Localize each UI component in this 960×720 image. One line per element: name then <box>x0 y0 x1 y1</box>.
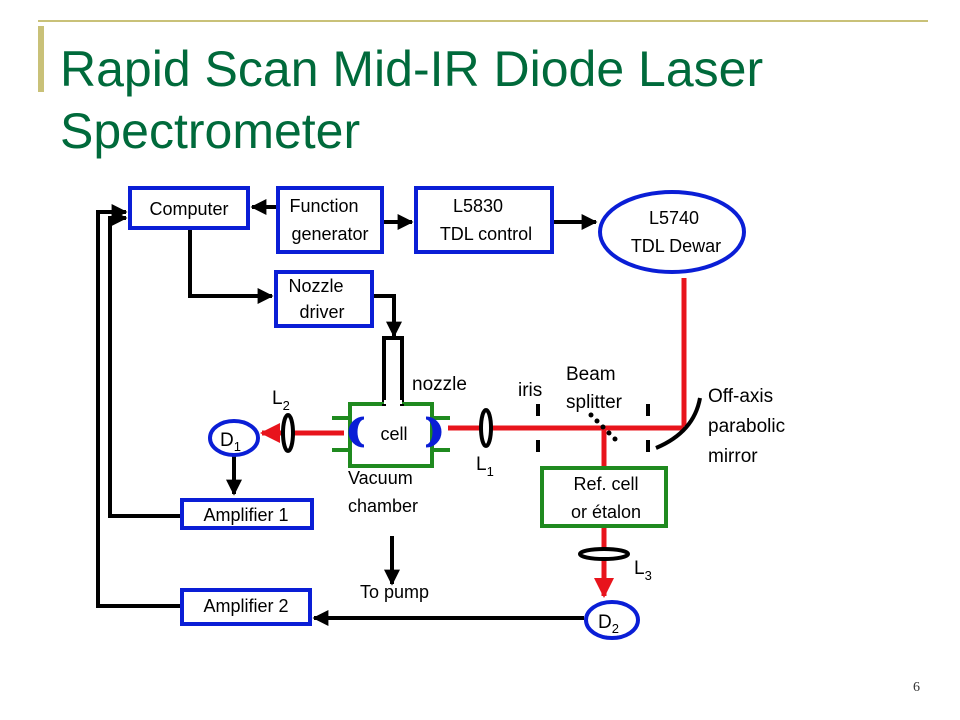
nozzle-rod <box>382 336 404 408</box>
tdl-control-label-2: TDL control <box>440 224 532 244</box>
amplifier2-box: Amplifier 2 <box>180 588 312 626</box>
dewar-label-2: TDL Dewar <box>631 236 721 256</box>
slide-title: Rapid Scan Mid-IR Diode Laser Spectromet… <box>60 38 920 162</box>
beam-splitter-label-1: Beam <box>566 364 616 385</box>
mirror-label-3: mirror <box>708 446 758 467</box>
lens-l2-icon <box>281 413 295 453</box>
page-number: 6 <box>913 680 920 695</box>
tdl-control-box: L5830 TDL control <box>414 186 554 254</box>
mirror-label-2: parabolic <box>708 416 785 437</box>
vacuum-label-1: Vacuum <box>348 468 413 488</box>
nozzle-driver-box: Nozzle driver <box>274 270 374 328</box>
amplifier1-label: Amplifier 1 <box>203 505 288 525</box>
iris-icon <box>536 404 650 452</box>
nozzle-label: nozzle <box>412 374 467 395</box>
lens-l1-icon <box>479 408 493 448</box>
detector-d1: D1 <box>208 419 260 457</box>
computer-label: Computer <box>149 199 228 219</box>
cell-label: cell <box>380 424 407 444</box>
title-line-1: Rapid Scan Mid-IR Diode Laser <box>60 41 764 97</box>
vacuum-label-2: chamber <box>348 496 418 516</box>
line-amp2-to-computer <box>96 204 182 608</box>
detector-d2: D2 <box>584 600 640 640</box>
title-line-2: Spectrometer <box>60 103 361 159</box>
tdl-dewar-ellipse: L5740 TDL Dewar <box>598 190 746 274</box>
lens-l3-label: L3 <box>634 558 652 583</box>
iris-label: iris <box>518 380 542 401</box>
beam-splitter-icon <box>588 412 618 442</box>
computer-box: Computer <box>128 186 250 230</box>
detector-d2-label: D2 <box>598 612 619 636</box>
cell-window-left-icon <box>348 416 365 448</box>
nozzle-driver-label-1: Nozzle <box>288 276 343 296</box>
corner-accent-bar <box>38 26 44 92</box>
parabolic-mirror-icon <box>655 397 702 450</box>
beam-splitter-label-2: splitter <box>566 392 623 413</box>
vacuum-chamber: cell <box>332 400 450 468</box>
cell-window-right-icon <box>425 416 442 448</box>
amplifier2-label: Amplifier 2 <box>203 596 288 616</box>
ref-cell-label-1: Ref. cell <box>573 474 638 494</box>
line-driver-to-nozzle <box>374 294 402 338</box>
detector-d1-label: D1 <box>220 430 241 454</box>
ref-cell-box: Ref. cell or étalon <box>540 466 668 528</box>
tdl-control-label-1: L5830 <box>453 196 503 216</box>
lens-l2-label: L2 <box>272 388 290 413</box>
nozzle-driver-label-2: driver <box>299 302 344 322</box>
dewar-label-1: L5740 <box>649 208 699 228</box>
top-rule <box>38 20 928 22</box>
mirror-label-1: Off-axis <box>708 386 773 407</box>
line-amp1-to-computer <box>108 210 182 518</box>
lens-l3-icon <box>578 547 630 561</box>
lens-l1-label: L1 <box>476 454 494 479</box>
line-computer-to-nozzle-driver <box>188 230 274 304</box>
to-pump-label: To pump <box>360 582 429 602</box>
signal-lines <box>96 199 598 626</box>
ref-cell-label-2: or étalon <box>571 502 641 522</box>
function-generator-label-1: Function <box>289 196 358 216</box>
function-generator-box: Function generator <box>276 186 384 254</box>
function-generator-label-2: generator <box>291 224 368 244</box>
amplifier1-box: Amplifier 1 <box>180 498 314 530</box>
